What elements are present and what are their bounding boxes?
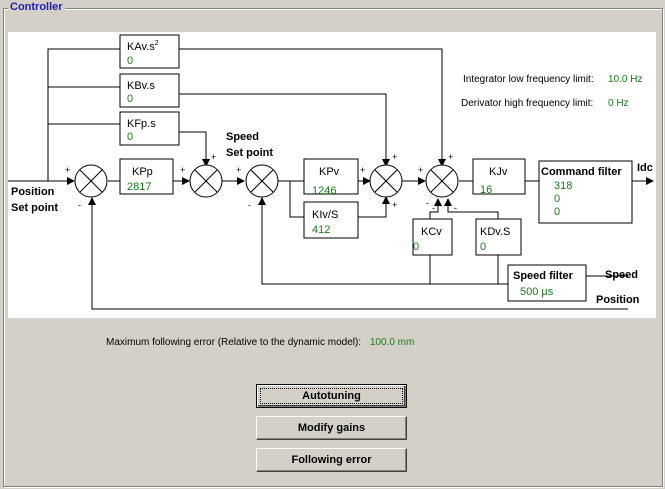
position-setpoint-label-2: Set point <box>11 202 58 214</box>
following-error-info: Maximum following error (Relative to the… <box>106 337 414 348</box>
svg-text:+: + <box>180 165 185 175</box>
svg-text:+: + <box>360 165 365 175</box>
svg-text:-: - <box>426 198 429 208</box>
integrator-limit-value: 10.0 Hz <box>608 74 642 85</box>
kfps-label: KFp.s <box>127 118 156 130</box>
kjv-value: 16 <box>480 184 492 196</box>
kavs2-value: 0 <box>127 55 133 67</box>
group-title: Controller <box>8 0 65 14</box>
kbvs-value: 0 <box>127 93 133 105</box>
kivs-label: KIv/S <box>312 209 338 221</box>
position-setpoint-label: Position <box>11 186 55 198</box>
speed-feedback-label: Speed <box>605 269 638 281</box>
kpp-label: KPp <box>132 166 153 178</box>
kcv-label: KCv <box>421 226 442 238</box>
kivs-value: 412 <box>312 224 330 236</box>
kfps-value: 0 <box>127 131 133 143</box>
modify-gains-button[interactable]: Modify gains <box>256 416 407 440</box>
svg-text:-: - <box>432 203 435 213</box>
kcv-value: 0 <box>413 241 419 253</box>
kbvs-label: KBv.s <box>127 80 155 92</box>
following-error-button[interactable]: Following error <box>256 448 407 472</box>
derivator-limit-label: Derivator high frequency limit: <box>461 98 593 109</box>
svg-text:-: - <box>78 200 81 210</box>
speed-filter-value: 500 µs <box>520 286 554 298</box>
following-error-value: 100.0 mm <box>369 337 415 348</box>
command-filter-value-2: 0 <box>554 193 560 205</box>
svg-text:+: + <box>418 165 423 175</box>
kpv-value: 1246 <box>312 185 336 197</box>
kavs2-label: KAv.s2 <box>127 40 159 53</box>
kpp-value: 2817 <box>127 181 151 193</box>
command-filter-label: Command filter <box>541 166 622 178</box>
svg-text:-: - <box>454 203 457 213</box>
svg-text:+: + <box>236 165 241 175</box>
idc-label: Idc <box>637 162 653 174</box>
kdvs-value: 0 <box>480 241 486 253</box>
position-feedback-label: Position <box>596 294 640 306</box>
kpv-label: KPv <box>319 166 340 178</box>
command-filter-value-3: 0 <box>554 206 560 218</box>
svg-text:+: + <box>392 200 397 210</box>
autotuning-button[interactable]: Autotuning <box>256 384 407 408</box>
controller-diagram: +- ++ +- +++ ++ --- KAv.s2 KBv.s KFp.s K… <box>8 32 656 318</box>
svg-text:+: + <box>65 165 70 175</box>
kdvs-label: KDv.S <box>480 226 510 238</box>
svg-text:+: + <box>392 152 397 162</box>
svg-text:+: + <box>448 152 453 162</box>
svg-text:+: + <box>211 152 216 162</box>
speed-setpoint-label: Speed <box>226 131 259 143</box>
speed-setpoint-label-2: Set point <box>226 147 273 159</box>
controller-group <box>3 8 663 487</box>
command-filter-value-1: 318 <box>554 180 572 192</box>
integrator-limit-label: Integrator low frequency limit: <box>463 74 594 85</box>
speed-filter-label: Speed filter <box>513 270 574 282</box>
kjv-label: KJv <box>489 166 508 178</box>
derivator-limit-value: 0 Hz <box>608 98 629 109</box>
svg-text:-: - <box>248 200 251 210</box>
following-error-label: Maximum following error (Relative to the… <box>106 337 362 348</box>
